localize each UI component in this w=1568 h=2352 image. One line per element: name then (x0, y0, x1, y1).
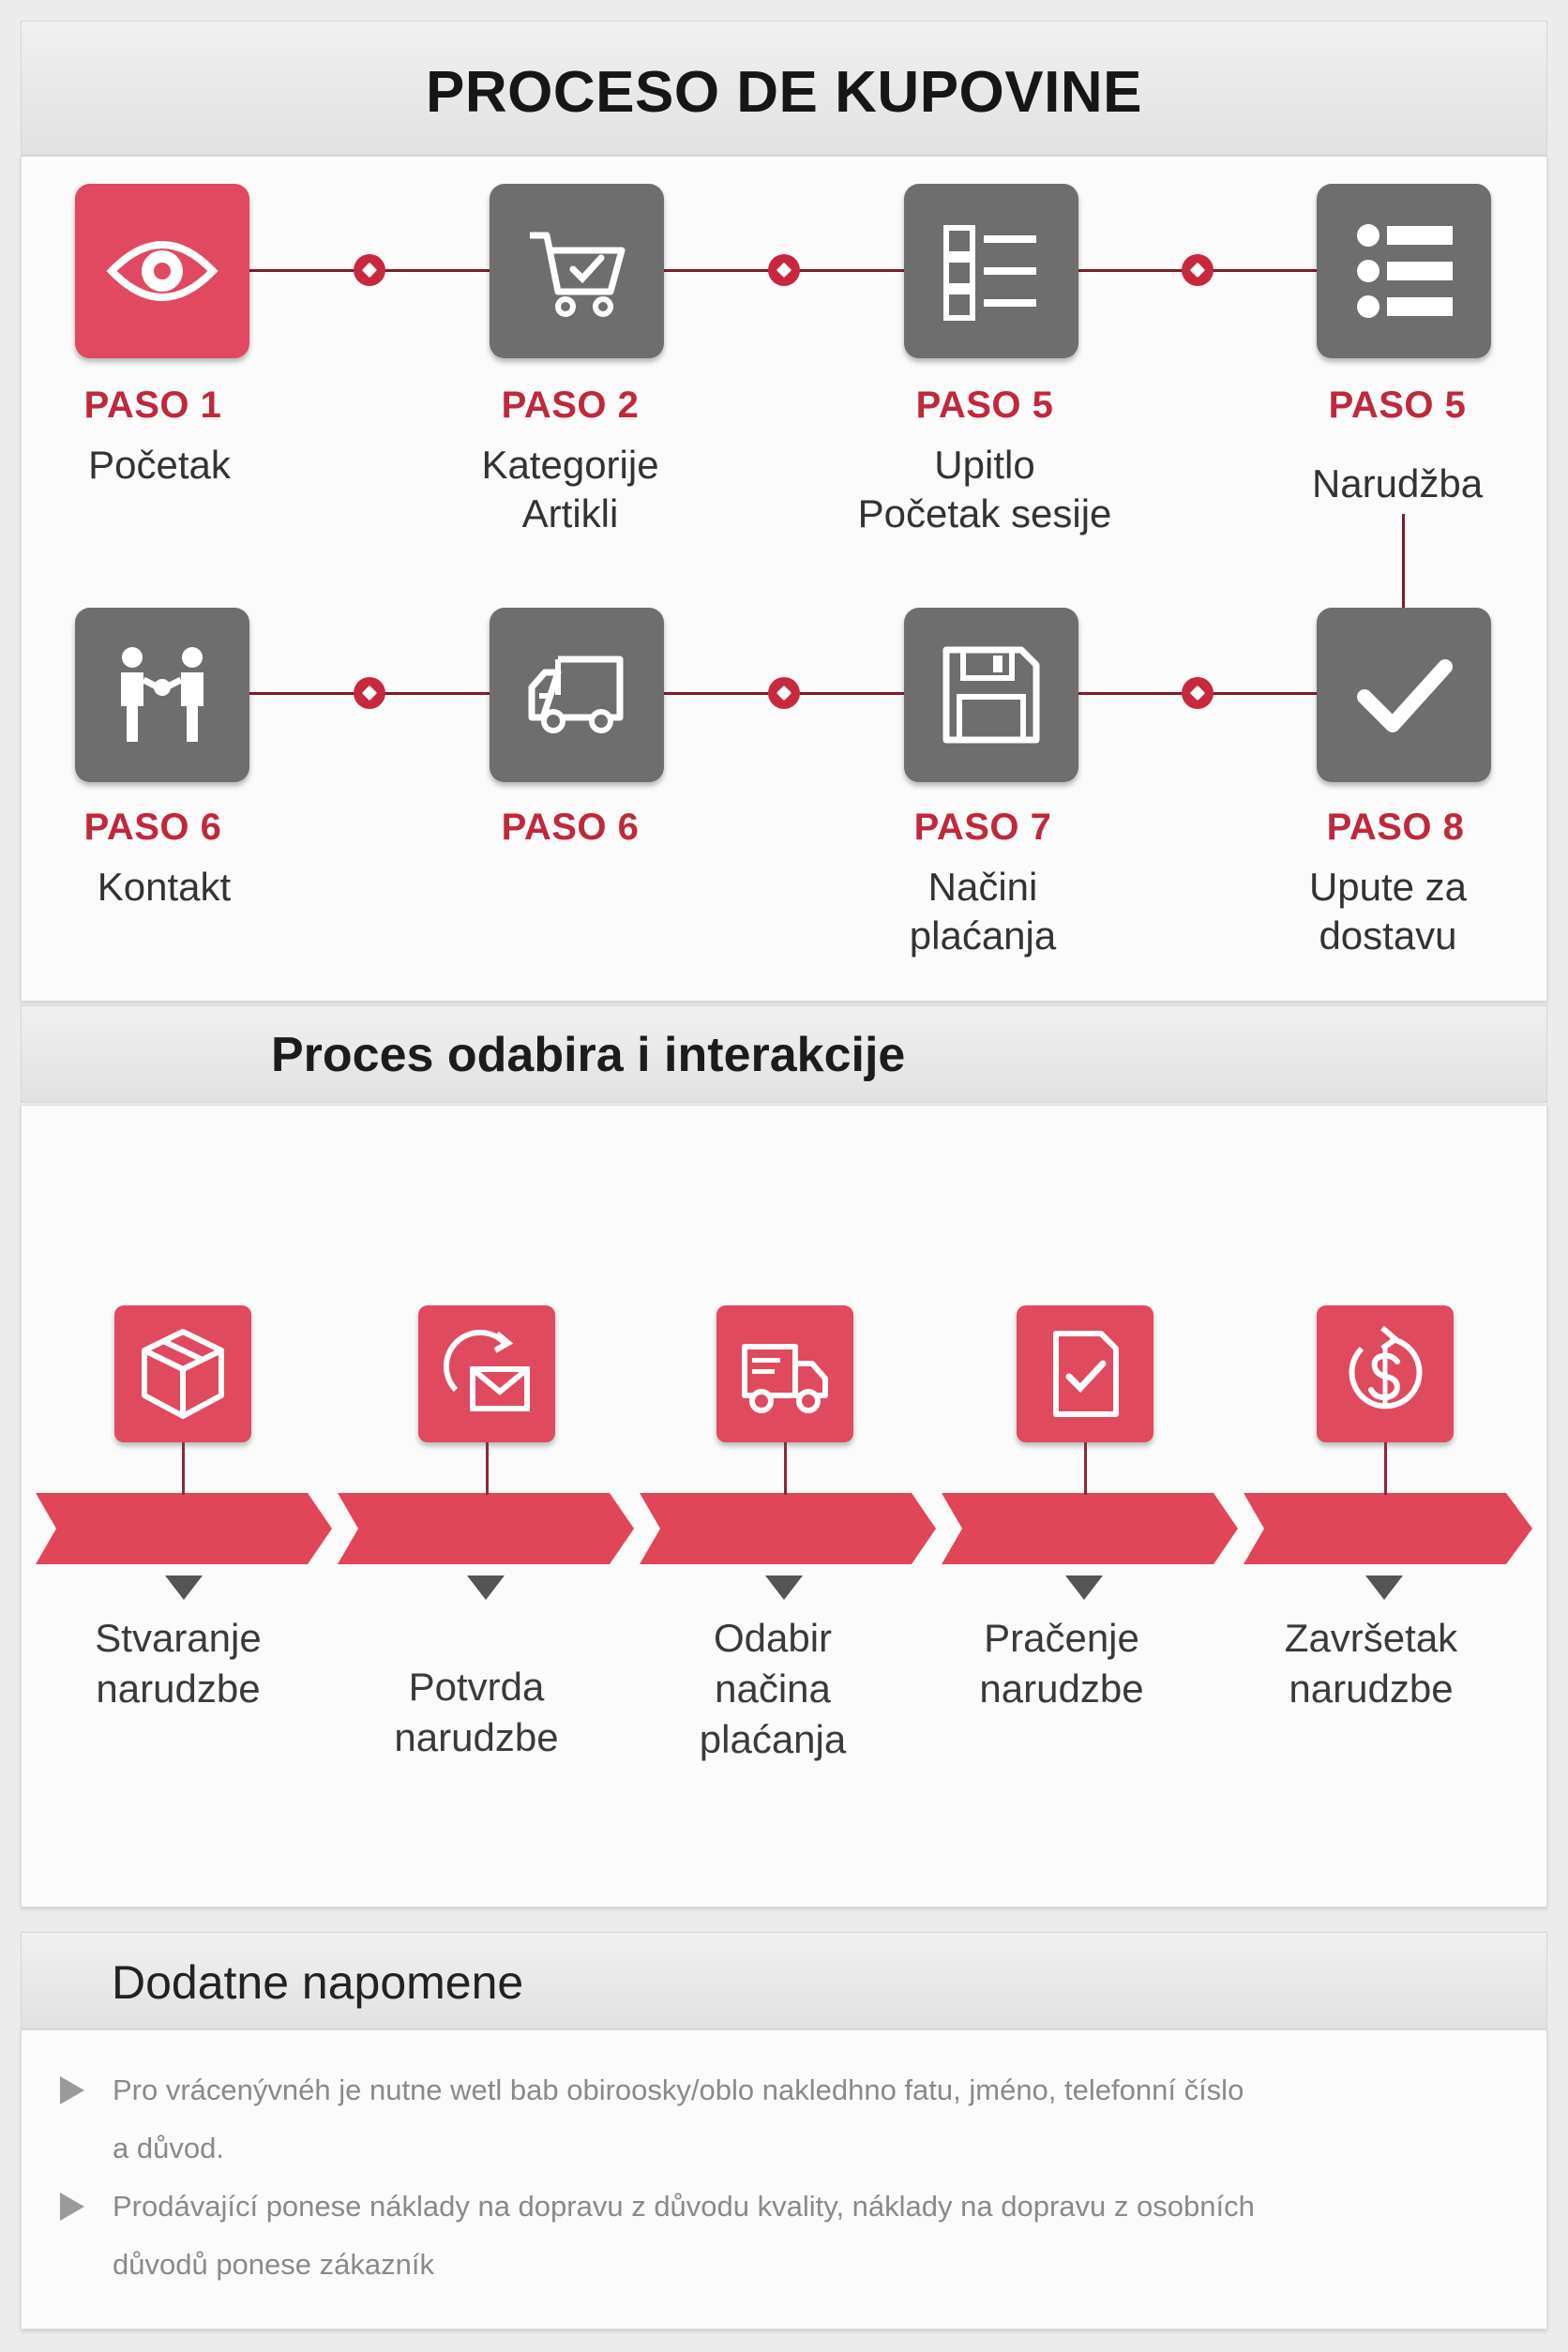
step-desc-4: Narudžba (1311, 461, 1484, 505)
step-box-3 (904, 184, 1078, 358)
flow-label-3: Odabir načina plaćanja (699, 1616, 847, 1761)
flow-label-1: Stvaranje narudzbe (95, 1616, 262, 1711)
flow-label-5: Završetak narudzbe (1284, 1616, 1458, 1711)
step-box-5 (75, 608, 249, 782)
step-desc-1: Početak (88, 443, 231, 487)
chevron-segment (640, 1493, 936, 1564)
connector-line-vertical (1402, 514, 1405, 608)
step-label-4: PASO 5 (1328, 384, 1467, 426)
step-box-2 (490, 184, 664, 358)
flow-icon-box-3 (716, 1305, 853, 1442)
flow-stem (182, 1442, 185, 1495)
flow-stem (1084, 1442, 1087, 1495)
flow-arrow-icon (1365, 1576, 1403, 1600)
flow-label-4: Pračenje narudzbe (979, 1616, 1144, 1711)
flow-arrow-icon (1065, 1576, 1103, 1600)
step-desc-3: Upitlo Početak sesije (857, 443, 1112, 535)
connector-dot (354, 254, 385, 286)
section-header-main: PROCESO DE KUPOVINE (21, 21, 1547, 156)
step-label-8: PASO 8 (1326, 807, 1465, 848)
connector-dot (768, 677, 800, 709)
page-title: PROCESO DE KUPOVINE (426, 60, 1142, 125)
cart-icon (530, 232, 626, 317)
step-label-7: PASO 7 (913, 807, 1052, 848)
note-item-2: Prodávající ponese náklady na dopravu z … (60, 2178, 1467, 2299)
notes-panel (21, 2029, 1547, 2329)
package-icon (142, 1329, 224, 1419)
list-icon (1357, 224, 1453, 318)
section-header-interaction: Proces odabira i interakcije (21, 1005, 1547, 1103)
process-chevron-band (36, 1493, 1532, 1564)
connector-dot (1182, 677, 1214, 709)
step-box-8 (1317, 608, 1491, 782)
flow-icon-box-5 (1317, 1305, 1454, 1442)
delivery-truck-icon (742, 1344, 828, 1413)
triangle-bullet-icon (60, 2076, 84, 2104)
dollar-refresh-icon (1349, 1325, 1423, 1410)
flow-stem (784, 1442, 787, 1495)
checklist-icon (943, 225, 1036, 321)
connector-dot (354, 677, 385, 709)
checkmark-icon (1357, 659, 1453, 732)
step-desc-8: Upute za dostavu (1308, 865, 1468, 957)
step-desc-5: Kontakt (97, 865, 232, 909)
floppy-disk-icon (942, 646, 1040, 744)
flow-arrow-icon (467, 1576, 505, 1600)
note-text-1: Pro vrácenývnéh je nutne wetl bab obiroo… (113, 2073, 1244, 2164)
flow-icon-box-4 (1017, 1305, 1153, 1442)
flow-icon-box-2 (418, 1305, 555, 1442)
chevron-segment (36, 1493, 332, 1564)
mail-refresh-icon (443, 1329, 530, 1411)
step-label-6: PASO 6 (501, 807, 640, 848)
connector-dot (768, 254, 800, 286)
flow-label-2: Potvrda narudzbe (394, 1665, 559, 1759)
flow-stem (486, 1442, 489, 1495)
note-item-1: Pro vrácenývnéh je nutne wetl bab obiroo… (60, 2061, 1467, 2183)
document-check-icon (1053, 1331, 1119, 1417)
steps-panel (21, 156, 1547, 1002)
section-title-notes: Dodatne napomene (112, 1956, 524, 2009)
chevron-segment (338, 1493, 634, 1564)
step-box-6 (490, 608, 664, 782)
flow-arrow-icon (765, 1576, 803, 1600)
eye-icon (106, 241, 219, 301)
step-box-4 (1317, 184, 1491, 358)
chevron-segment (1244, 1493, 1532, 1564)
connector-dot (1182, 254, 1214, 286)
triangle-bullet-icon (60, 2193, 84, 2221)
step-desc-2: Kategorije Artikli (481, 443, 659, 535)
step-label-1: PASO 1 (83, 384, 222, 426)
chevron-segment (942, 1493, 1238, 1564)
flow-stem (1384, 1442, 1387, 1495)
note-text-2: Prodávající ponese náklady na dopravu z … (113, 2190, 1255, 2281)
step-box-7 (904, 608, 1078, 782)
step-label-2: PASO 2 (501, 384, 640, 426)
section-header-notes: Dodatne napomene (21, 1932, 1547, 2029)
step-desc-7: Načini plaćanja (909, 865, 1057, 957)
step-box-1 (75, 184, 249, 358)
flow-arrow-icon (165, 1576, 203, 1600)
step-label-3: PASO 5 (915, 384, 1054, 426)
step-label-5: PASO 6 (83, 807, 222, 848)
people-handshake-icon (121, 647, 204, 742)
section-title-interaction: Proces odabira i interakcije (271, 1028, 906, 1082)
flow-icon-box-1 (114, 1305, 251, 1442)
truck-icon (528, 656, 624, 733)
